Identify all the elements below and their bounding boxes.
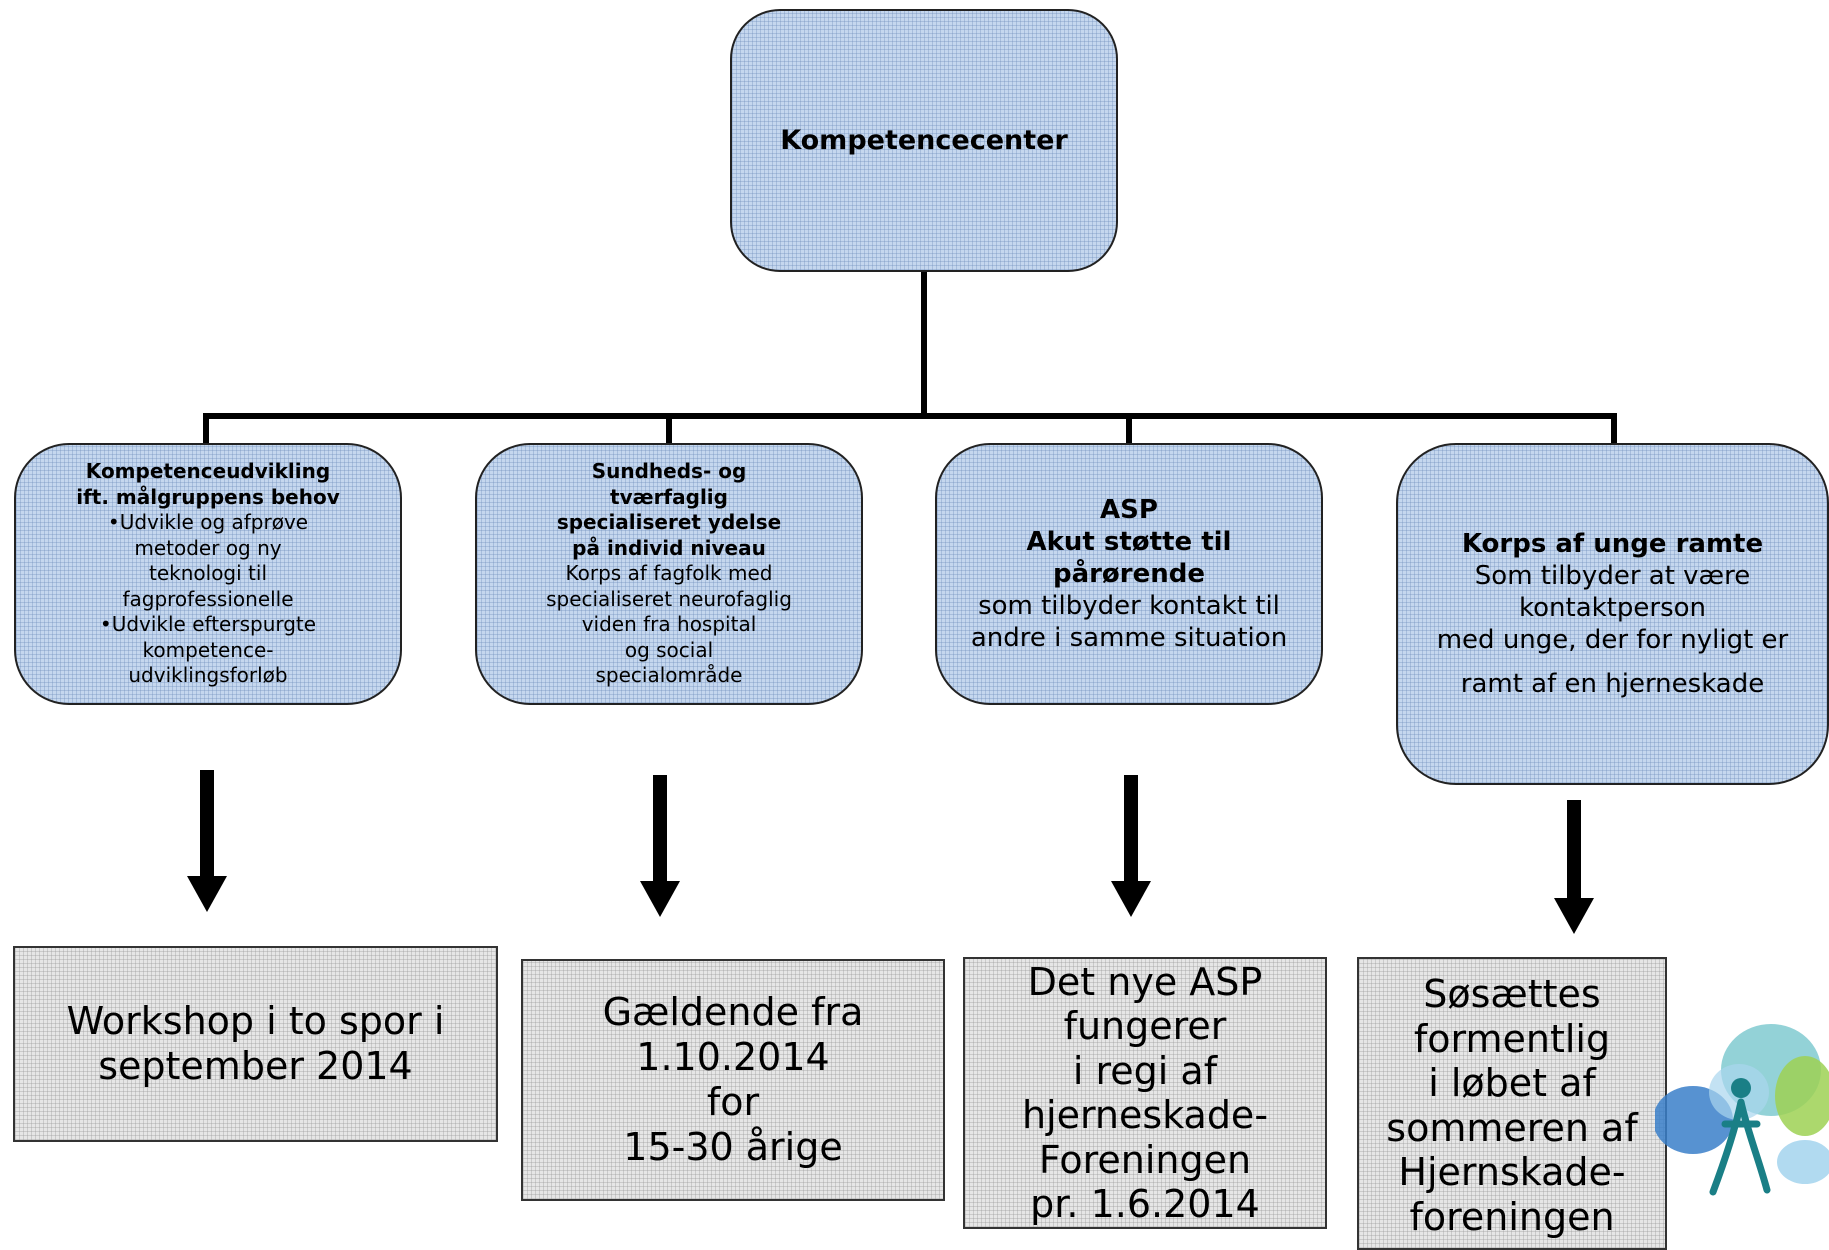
outcome-line: hjerneskade- bbox=[1021, 1093, 1269, 1137]
branch-line: Korps af unge ramte bbox=[1461, 529, 1764, 559]
outcome-line: Hjernskade- bbox=[1398, 1150, 1626, 1194]
root-node: Kompetencecenter bbox=[730, 9, 1118, 272]
branch-line: med unge, der for nyligt er bbox=[1436, 625, 1789, 655]
outcome-line: Søsættes bbox=[1423, 972, 1601, 1016]
outcome-line: i regi af bbox=[1072, 1048, 1218, 1093]
outcome-line: pr. 1.6.2014 bbox=[1030, 1182, 1260, 1226]
branch-line: og social bbox=[624, 637, 714, 662]
branch-line: viden fra hospital bbox=[581, 612, 757, 637]
branch-line: •Udvikle efterspurgte bbox=[99, 612, 317, 637]
branch-line: specialiseret ydelse bbox=[556, 510, 782, 535]
branch-line: Kompetenceudvikling bbox=[85, 459, 331, 484]
branch-line: metoder og ny bbox=[134, 535, 282, 560]
outcome-line: sommeren af bbox=[1386, 1105, 1638, 1150]
outcome-line: fungerer bbox=[1063, 1004, 1227, 1048]
branch-line: Som tilbyder at være bbox=[1474, 561, 1751, 591]
outcome-line: foreningen bbox=[1409, 1194, 1615, 1239]
arrow-down-icon bbox=[1111, 775, 1151, 917]
outcome-line: i løbet af bbox=[1428, 1061, 1596, 1105]
branch-line: ift. målgruppens behov bbox=[76, 484, 340, 509]
branch-line: pårørende bbox=[1052, 559, 1206, 589]
branch-line: ramt af en hjerneskade bbox=[1460, 669, 1765, 699]
branch-line: specialområde bbox=[595, 663, 743, 688]
branch-line: på individ niveau bbox=[572, 535, 766, 560]
outcome-line: 15-30 årige bbox=[623, 1125, 843, 1169]
branch-line: udviklingsforløb bbox=[128, 663, 288, 688]
branch-line: kontaktperson bbox=[1518, 593, 1706, 623]
outcome-line: for bbox=[706, 1080, 760, 1124]
branch-line: som tilbyder kontakt til bbox=[978, 591, 1280, 621]
outcome-line: Det nye ASP bbox=[1027, 959, 1263, 1004]
branch-line: kompetence- bbox=[142, 637, 274, 662]
outcome-line: Foreningen bbox=[1038, 1137, 1252, 1182]
branch-line: Korps af fagfolk med bbox=[565, 561, 773, 586]
outcome-line: Gældende fra bbox=[602, 990, 864, 1034]
branch-line: fagprofessionelle bbox=[122, 586, 294, 611]
arrow-down-icon bbox=[640, 775, 680, 917]
arrow-down-icon bbox=[1554, 800, 1594, 934]
outcome-line: formentlig bbox=[1413, 1016, 1611, 1061]
branch-line: ASP bbox=[1100, 495, 1158, 525]
outcome-line: september 2014 bbox=[98, 1044, 413, 1088]
branch-line: specialiseret neurofaglig bbox=[546, 586, 792, 611]
organization-logo bbox=[1655, 1024, 1829, 1196]
branch-line: andre i samme situation bbox=[970, 623, 1288, 653]
outcome-line: Workshop i to spor i bbox=[66, 999, 445, 1043]
arrow-down-icon bbox=[187, 770, 227, 912]
branch-line: •Udvikle og afprøve bbox=[107, 510, 309, 535]
outcome-line: 1.10.2014 bbox=[636, 1035, 830, 1079]
branch-line: tværfaglig bbox=[610, 484, 728, 509]
root-title: Kompetencecenter bbox=[780, 125, 1068, 156]
branch-line: teknologi til bbox=[149, 561, 267, 586]
branch-line: Akut støtte til bbox=[1026, 527, 1232, 557]
branch-line: Sundheds- og bbox=[591, 459, 747, 484]
